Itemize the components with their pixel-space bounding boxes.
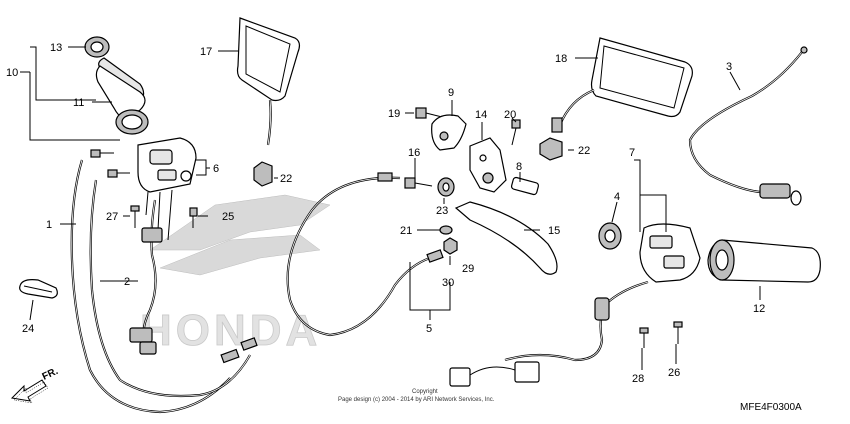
grip-end-cap[interactable] <box>84 36 110 58</box>
left-switch-housing[interactable] <box>137 137 197 241</box>
callout-18: 18 <box>555 53 567 65</box>
front-direction-arrow: FR. <box>10 366 60 404</box>
right-switch-housing[interactable] <box>639 223 701 283</box>
throttle-cable-1[interactable] <box>70 159 231 414</box>
callout-8: 8 <box>516 161 522 173</box>
callout-7: 7 <box>629 147 635 159</box>
callout-1: 1 <box>46 219 52 231</box>
copyright-line-2: Page design (c) 2004 - 2014 by ARI Netwo… <box>338 397 495 403</box>
switch-8[interactable] <box>510 176 540 196</box>
callout-11: 11 <box>73 97 84 109</box>
callout-6: 6 <box>213 163 219 175</box>
bolt-21[interactable] <box>439 225 453 235</box>
screw-26[interactable] <box>673 321 683 344</box>
callout-25: 25 <box>222 211 234 223</box>
callout-24: 24 <box>22 323 34 335</box>
screw-28[interactable] <box>639 327 649 348</box>
mirror-nut-22-right[interactable] <box>539 137 563 161</box>
cable-3[interactable] <box>688 46 808 206</box>
callout-5: 5 <box>426 323 432 335</box>
adjuster-23[interactable] <box>437 177 455 197</box>
callout-12: 12 <box>753 303 765 315</box>
callout-15: 15 <box>548 225 560 237</box>
direction-label: FR. <box>41 366 60 383</box>
clutch-cable[interactable] <box>286 172 444 337</box>
callout-16: 16 <box>408 147 420 159</box>
leader-lines <box>20 46 761 370</box>
copyright-line-1: Copyright <box>412 389 438 395</box>
callout-19: 19 <box>388 108 400 120</box>
left-switch-harness <box>129 199 163 355</box>
right-switch-harness <box>449 280 649 387</box>
screw-27[interactable] <box>130 205 140 228</box>
callout-10: 10 <box>6 67 18 79</box>
lever-bracket-14[interactable] <box>469 137 507 193</box>
callout-22-right: 22 <box>578 145 590 157</box>
mirror-nut-22-left[interactable] <box>253 161 273 187</box>
clutch-lever-15[interactable] <box>454 201 558 275</box>
left-mirror[interactable] <box>236 17 301 146</box>
bolt-16[interactable] <box>404 177 433 189</box>
throttle-cable-2[interactable] <box>89 179 258 398</box>
holder-9[interactable] <box>431 114 467 151</box>
nut-29[interactable] <box>443 237 458 255</box>
callout-3: 3 <box>726 61 732 73</box>
left-grip[interactable] <box>95 57 149 135</box>
bolt-20[interactable] <box>511 119 521 146</box>
watermark-text: HONDA <box>140 306 321 355</box>
callout-30: 30 <box>442 277 454 289</box>
callout-27: 27 <box>106 211 118 223</box>
honda-watermark: HONDA <box>140 194 331 355</box>
right-grip[interactable] <box>707 239 821 283</box>
callout-20: 20 <box>504 109 516 121</box>
callout-29: 29 <box>462 263 474 275</box>
callout-2: 2 <box>124 276 130 288</box>
callout-14: 14 <box>475 109 487 121</box>
callout-labels: 13 10 11 17 6 22 1 27 25 2 24 19 9 14 20… <box>6 42 765 385</box>
callout-4: 4 <box>614 191 620 203</box>
diagram-code: MFE4F0300A <box>740 402 802 413</box>
callout-22-left: 22 <box>280 173 292 185</box>
callout-28: 28 <box>632 373 644 385</box>
callout-9: 9 <box>448 87 454 99</box>
callout-17: 17 <box>200 46 212 58</box>
callout-13: 13 <box>50 42 62 54</box>
callout-21: 21 <box>400 225 412 237</box>
screw-25[interactable] <box>189 207 198 228</box>
switch-mount-screws[interactable] <box>90 149 130 178</box>
right-mirror[interactable] <box>551 37 693 133</box>
collar-4[interactable] <box>598 222 622 250</box>
cable-band-24[interactable] <box>19 279 58 299</box>
callout-26: 26 <box>668 367 680 379</box>
callout-23: 23 <box>436 205 448 217</box>
